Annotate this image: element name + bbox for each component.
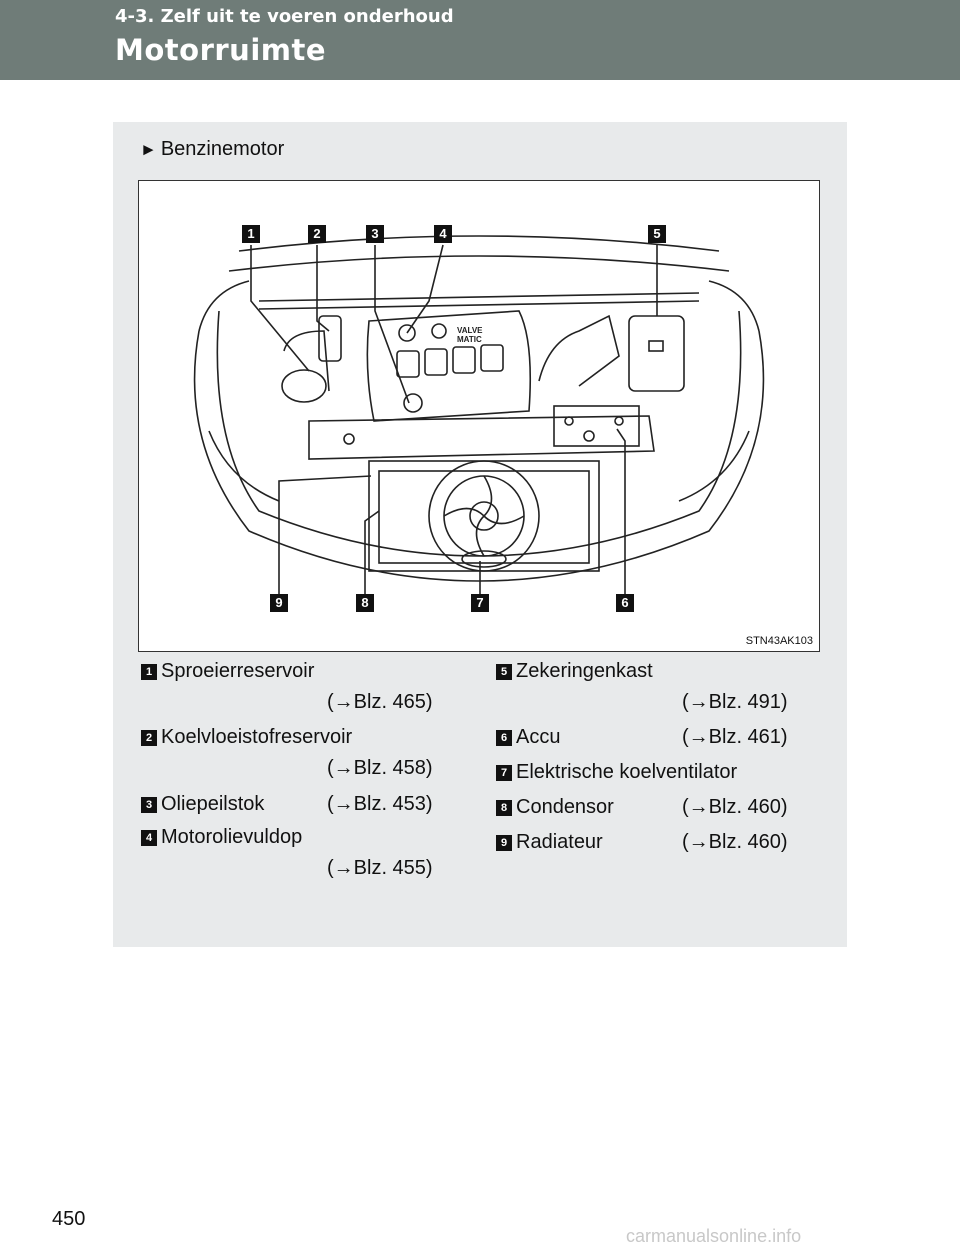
callout-4: 4	[434, 225, 452, 243]
page-number: 450	[52, 1208, 86, 1230]
legend-number-8: 8	[496, 800, 512, 816]
legend-label-2: Koelvloeistofreservoir	[161, 726, 353, 748]
figure-code: STN43AK103	[745, 635, 813, 647]
callout-7: 7	[471, 594, 489, 612]
legend-number-9: 9	[496, 835, 512, 851]
legend-label-8: Condensor	[516, 796, 614, 818]
legend-ref-6: (→Blz. 461)	[682, 726, 788, 748]
callout-9: 9	[270, 594, 288, 612]
legend-ref-5: (→Blz. 491)	[682, 691, 788, 713]
legend-number-3: 3	[141, 797, 157, 813]
triangle-marker-icon: ►	[140, 140, 157, 159]
watermark[interactable]: carmanualsonline.info	[626, 1226, 802, 1246]
legend-number-1: 1	[141, 664, 157, 680]
callout-2: 2	[308, 225, 326, 243]
legend-number-6: 6	[496, 730, 512, 746]
engine-bay-drawing: VALVE MATIC	[193, 235, 765, 599]
callout-3: 3	[366, 225, 384, 243]
callout-5: 5	[648, 225, 666, 243]
callout-6: 6	[616, 594, 634, 612]
legend-label-9: Radiateur	[516, 831, 603, 853]
legend-number-4: 4	[141, 830, 157, 846]
legend-label-4: Motorolievuldop	[161, 826, 303, 848]
legend-number-7: 7	[496, 765, 512, 781]
legend-label-1: Sproeierreservoir	[161, 660, 315, 682]
engine-bay-illustration: VALVE MATIC 1 2 3 4 5 9 8 7 6 STN43AK103	[138, 180, 820, 652]
section-label: 4-3. Zelf uit te voeren onderhoud	[115, 6, 454, 27]
legend-number-2: 2	[141, 730, 157, 746]
engine-variant-label: ►Benzinemotor	[140, 138, 284, 161]
legend-label-7: Elektrische koelventilator	[516, 761, 738, 783]
legend-number-5: 5	[496, 664, 512, 680]
legend-ref-1: (→Blz. 465)	[327, 691, 433, 713]
variant-text: Benzinemotor	[160, 138, 285, 160]
legend-ref-8: (→Blz. 460)	[682, 796, 788, 818]
page-title: Motorruimte	[115, 33, 327, 67]
engine-badge-line-2: MATIC	[457, 335, 482, 344]
legend-label-6: Accu	[516, 726, 561, 748]
callout-1: 1	[242, 225, 260, 243]
legend-label-5: Zekeringenkast	[516, 660, 653, 682]
engine-badge-line-1: VALVE	[457, 326, 483, 335]
legend-ref-9: (→Blz. 460)	[682, 831, 788, 853]
legend-ref-2: (→Blz. 458)	[327, 757, 433, 779]
callout-8: 8	[356, 594, 374, 612]
legend-ref-3: (→Blz. 453)	[327, 793, 433, 815]
legend-label-3: Oliepeilstok	[161, 793, 265, 815]
legend-ref-4: (→Blz. 455)	[327, 857, 433, 879]
chapter-header: 4-3. Zelf uit te voeren onderhoud Motorr…	[0, 0, 960, 80]
